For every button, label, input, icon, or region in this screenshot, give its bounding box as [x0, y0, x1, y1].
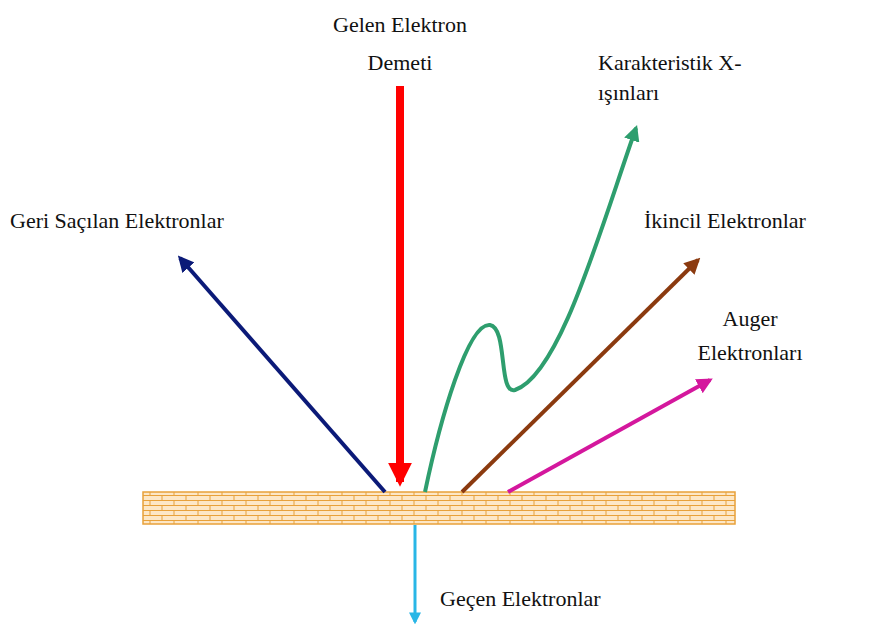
label-text: Geçen Elektronlar — [440, 584, 700, 614]
sample-slab — [143, 492, 735, 524]
secondary-arrow — [462, 260, 698, 492]
backscatter-arrow — [180, 258, 385, 492]
incident-beam-arrow — [396, 86, 404, 482]
label-text: İkincil Elektronlar — [644, 206, 880, 236]
auger-arrow — [508, 380, 710, 492]
transmitted-arrow — [414, 525, 417, 622]
label-text: Gelen Elektron Demeti — [300, 6, 500, 82]
label-text: Auger Elektronları — [680, 302, 820, 370]
label-text: Karakteristik X- ışınları — [598, 48, 798, 108]
label-text: Geri Saçılan Elektronlar — [10, 206, 340, 236]
